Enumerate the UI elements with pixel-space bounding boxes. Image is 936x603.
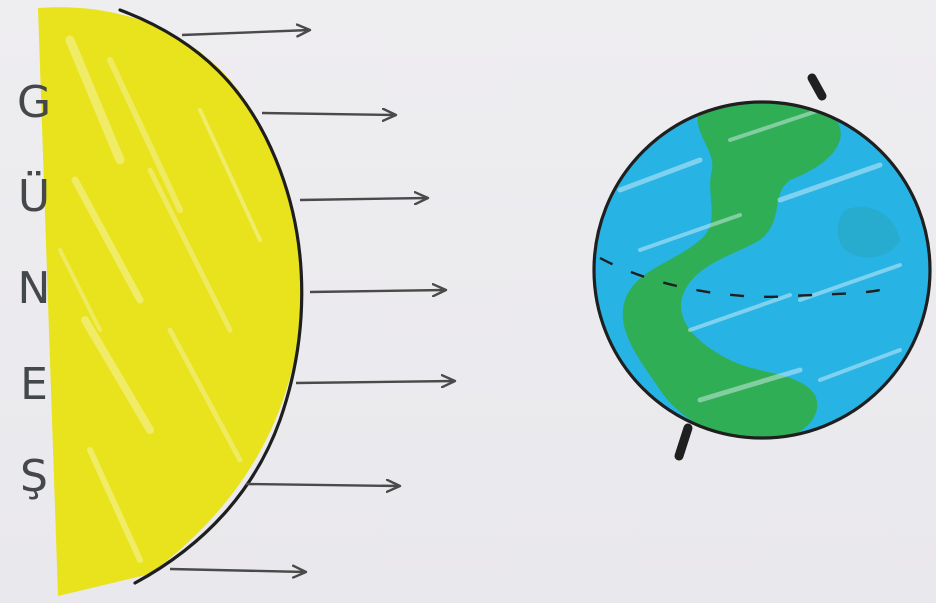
- earth-axis-bottom: [679, 428, 688, 456]
- sun-label-letter-5: Ş: [14, 452, 54, 502]
- ray-arrow-5: [296, 381, 455, 383]
- sun-label-letter-3: N: [14, 264, 54, 314]
- ray-arrow-2: [262, 113, 396, 115]
- sun: [38, 7, 302, 596]
- sun-label-letter-2: Ü: [14, 172, 54, 222]
- earth-axis-top: [812, 78, 822, 96]
- ray-arrow-7: [170, 569, 306, 572]
- sun-label-letter-4: E: [14, 360, 54, 410]
- sun-label-letter-1: G: [14, 78, 54, 128]
- ray-arrow-6: [246, 484, 400, 486]
- earth: [594, 78, 930, 456]
- ray-arrow-3: [300, 198, 428, 200]
- ray-arrow-4: [310, 290, 446, 292]
- sun-body: [38, 7, 302, 596]
- ray-arrow-1: [182, 30, 310, 35]
